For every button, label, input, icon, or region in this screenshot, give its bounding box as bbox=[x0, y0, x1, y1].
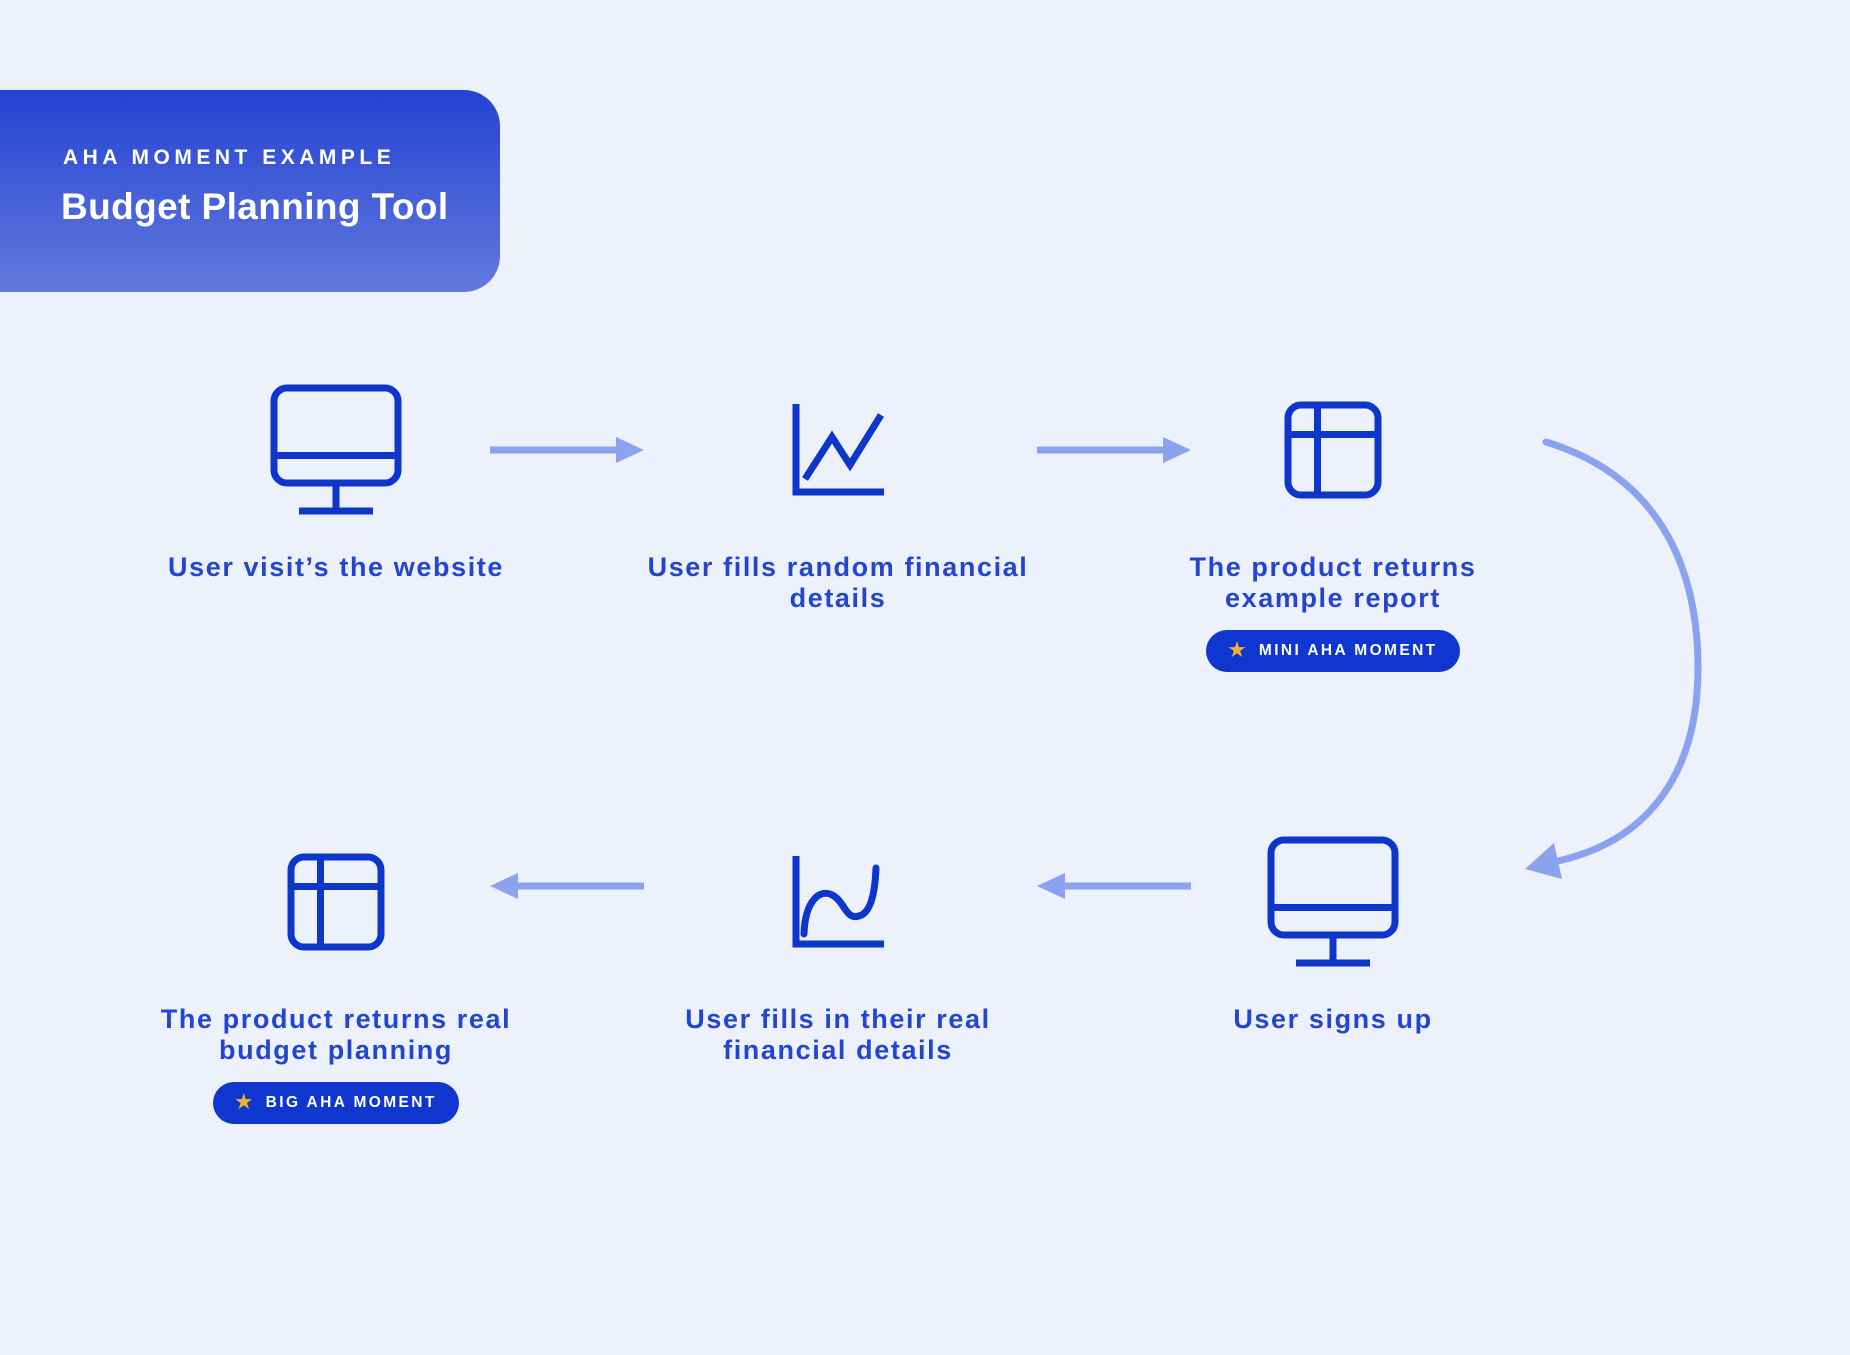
badge-label: MINI AHA MOMENT bbox=[1258, 642, 1438, 659]
node-caption: The product returns example report bbox=[1189, 552, 1477, 613]
table-icon bbox=[1284, 401, 1382, 499]
node-caption: User fills in their real financial detai… bbox=[685, 1004, 991, 1065]
mini-aha-moment-badge: ★ MINI AHA MOMENT bbox=[1206, 630, 1460, 672]
icon-slot bbox=[789, 836, 887, 968]
icon-slot bbox=[270, 384, 402, 516]
monitor-icon bbox=[1267, 836, 1399, 967]
badge-label: BIG AHA MOMENT bbox=[265, 1094, 437, 1111]
header-card: AHA MOMENT EXAMPLE Budget Planning Tool bbox=[0, 90, 500, 292]
node-caption: User fills random financial details bbox=[647, 552, 1029, 613]
flow-node-fills-random-details: User fills random financial details bbox=[628, 384, 1048, 614]
page-title: Budget Planning Tool bbox=[61, 186, 449, 227]
node-caption: User signs up bbox=[1233, 1004, 1433, 1034]
table-icon bbox=[287, 853, 385, 951]
line-chart-icon bbox=[792, 404, 884, 496]
monitor-icon bbox=[270, 384, 402, 515]
star-icon: ★ bbox=[235, 1091, 255, 1113]
flow-node-signs-up: User signs up bbox=[1123, 836, 1543, 1035]
icon-slot bbox=[1267, 836, 1399, 968]
icon-slot bbox=[287, 836, 385, 968]
icon-slot bbox=[1284, 384, 1382, 516]
big-aha-moment-badge: ★ BIG AHA MOMENT bbox=[213, 1082, 459, 1124]
arrow-example-report-to-signs-up bbox=[1525, 438, 1702, 879]
flow-node-fills-real-details: User fills in their real financial detai… bbox=[628, 836, 1048, 1066]
node-caption: User visit’s the website bbox=[167, 552, 505, 582]
header-eyebrow: AHA MOMENT EXAMPLE bbox=[63, 146, 396, 169]
icon-slot bbox=[789, 384, 887, 516]
flow-node-example-report: The product returns example report ★ MIN… bbox=[1123, 384, 1543, 672]
curve-chart-icon bbox=[792, 856, 884, 948]
node-caption: The product returns real budget planning bbox=[160, 1004, 512, 1065]
star-icon: ★ bbox=[1228, 639, 1248, 661]
flow-node-visit-website: User visit’s the website bbox=[126, 384, 546, 583]
flow-node-real-budget-planning: The product returns real budget planning… bbox=[126, 836, 546, 1124]
